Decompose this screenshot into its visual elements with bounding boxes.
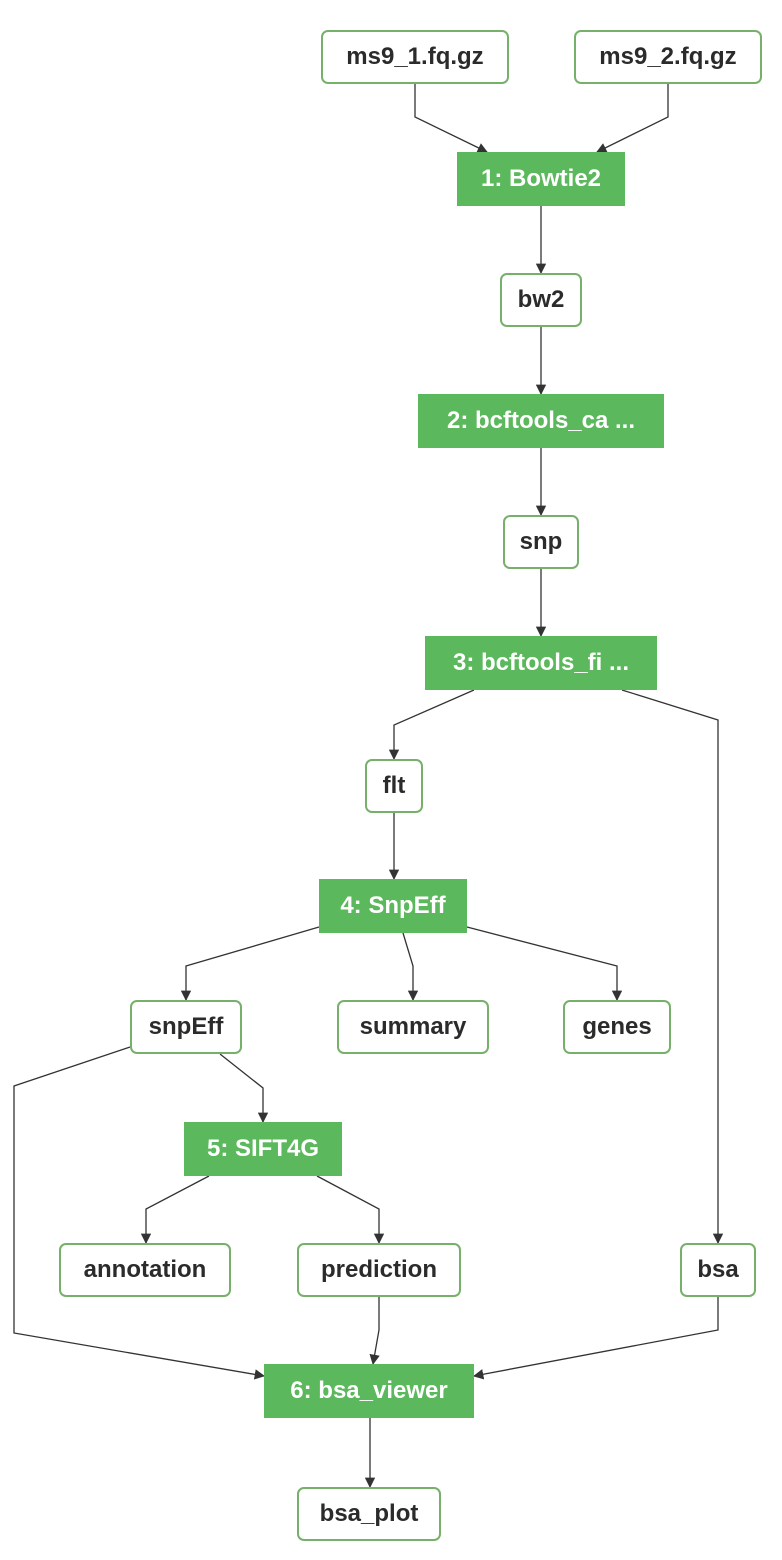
node-snpeff-output[interactable]: snpEff bbox=[130, 1000, 242, 1054]
node-prediction[interactable]: prediction bbox=[297, 1243, 461, 1297]
edge-snpeff-out-to-bsa-viewer bbox=[13, 1046, 266, 1380]
node-ms9-1-fq-gz[interactable]: ms9_1.fq.gz bbox=[321, 30, 509, 84]
node-bw2[interactable]: bw2 bbox=[500, 273, 582, 327]
node-bsa-plot[interactable]: bsa_plot bbox=[297, 1487, 441, 1541]
node-flt[interactable]: flt bbox=[365, 759, 423, 813]
edge-ms9-1-to-bowtie2 bbox=[414, 84, 488, 153]
node-bsa[interactable]: bsa bbox=[680, 1243, 756, 1297]
node-annotation[interactable]: annotation bbox=[59, 1243, 231, 1297]
edge-snpeff-tool-to-summary bbox=[402, 932, 419, 1002]
node-sift4g[interactable]: 5: SIFT4G bbox=[184, 1122, 342, 1176]
node-bowtie2[interactable]: 1: Bowtie2 bbox=[457, 152, 625, 206]
edge-bcftools-filter-to-flt bbox=[388, 689, 475, 761]
edge-sift4g-to-annotation bbox=[140, 1175, 210, 1245]
edge-bsa-to-bsa-viewer bbox=[472, 1297, 719, 1380]
edge-ms9-2-to-bowtie2 bbox=[596, 84, 669, 153]
edge-snpeff-out-to-sift4g bbox=[219, 1053, 269, 1124]
node-bsa-viewer[interactable]: 6: bsa_viewer bbox=[264, 1364, 474, 1418]
node-genes[interactable]: genes bbox=[563, 1000, 671, 1054]
edge-snpeff-tool-to-snpeff-out bbox=[180, 926, 320, 1002]
edge-prediction-to-bsa-viewer bbox=[369, 1297, 380, 1366]
node-snpeff-tool[interactable]: 4: SnpEff bbox=[319, 879, 467, 933]
edge-snpeff-tool-to-genes bbox=[466, 926, 623, 1002]
edge-sift4g-to-prediction bbox=[316, 1175, 385, 1245]
edge-bcftools-filter-to-bsa bbox=[621, 689, 724, 1245]
node-ms9-2-fq-gz[interactable]: ms9_2.fq.gz bbox=[574, 30, 762, 84]
node-bcftools-call[interactable]: 2: bcftools_ca ... bbox=[418, 394, 664, 448]
node-bcftools-filter[interactable]: 3: bcftools_fi ... bbox=[425, 636, 657, 690]
node-snp[interactable]: snp bbox=[503, 515, 579, 569]
node-summary[interactable]: summary bbox=[337, 1000, 489, 1054]
